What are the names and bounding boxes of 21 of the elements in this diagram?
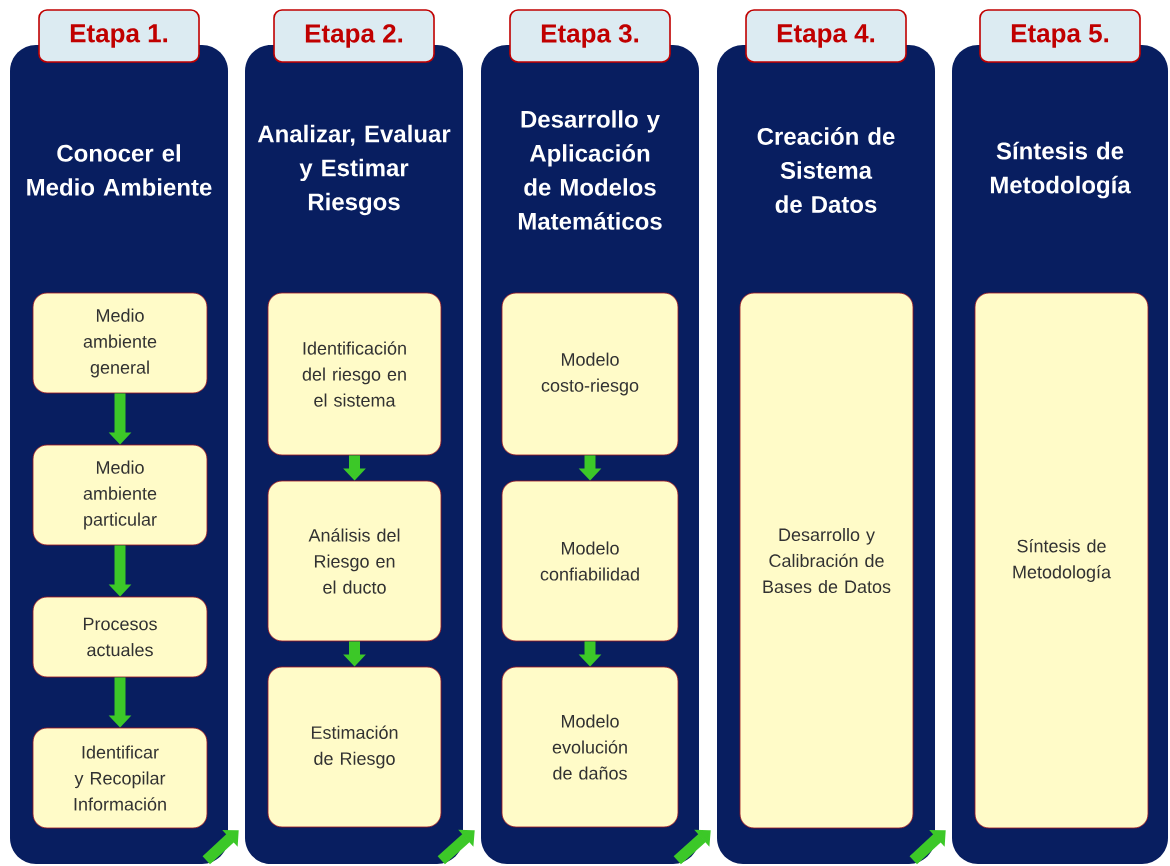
diagonal-arrow	[202, 830, 239, 865]
step-box: Modelo costo-riesgo	[501, 292, 679, 456]
diagonal-arrow	[909, 830, 946, 865]
stage-tab: Etapa 1.	[38, 9, 200, 63]
step-box: Identificar y Recopilar Información	[32, 727, 208, 829]
step-box: Identificación del riesgo en el sistema	[267, 292, 442, 456]
stage-tab: Etapa 2.	[273, 9, 435, 63]
step-box: Medio ambiente particular	[32, 444, 208, 546]
step-box: Desarrollo y Calibración de Bases de Datos	[739, 292, 914, 829]
step-box: Procesos actuales	[32, 596, 208, 678]
diagonal-arrow	[673, 829, 711, 865]
step-box: Síntesis de Metodología	[974, 292, 1149, 829]
stage-tab: Etapa 4.	[745, 9, 907, 63]
stage-tab: Etapa 3.	[509, 9, 671, 63]
step-box: Análisis del Riesgo en el ducto	[267, 480, 442, 642]
diagonal-arrow	[437, 829, 475, 865]
step-box: Medio ambiente general	[32, 292, 208, 394]
step-box: Modelo confiabilidad	[501, 480, 679, 642]
step-box: Modelo evolución de daños	[501, 666, 679, 828]
stage-tab: Etapa 5.	[979, 9, 1141, 63]
step-box: Estimación de Riesgo	[267, 666, 442, 828]
